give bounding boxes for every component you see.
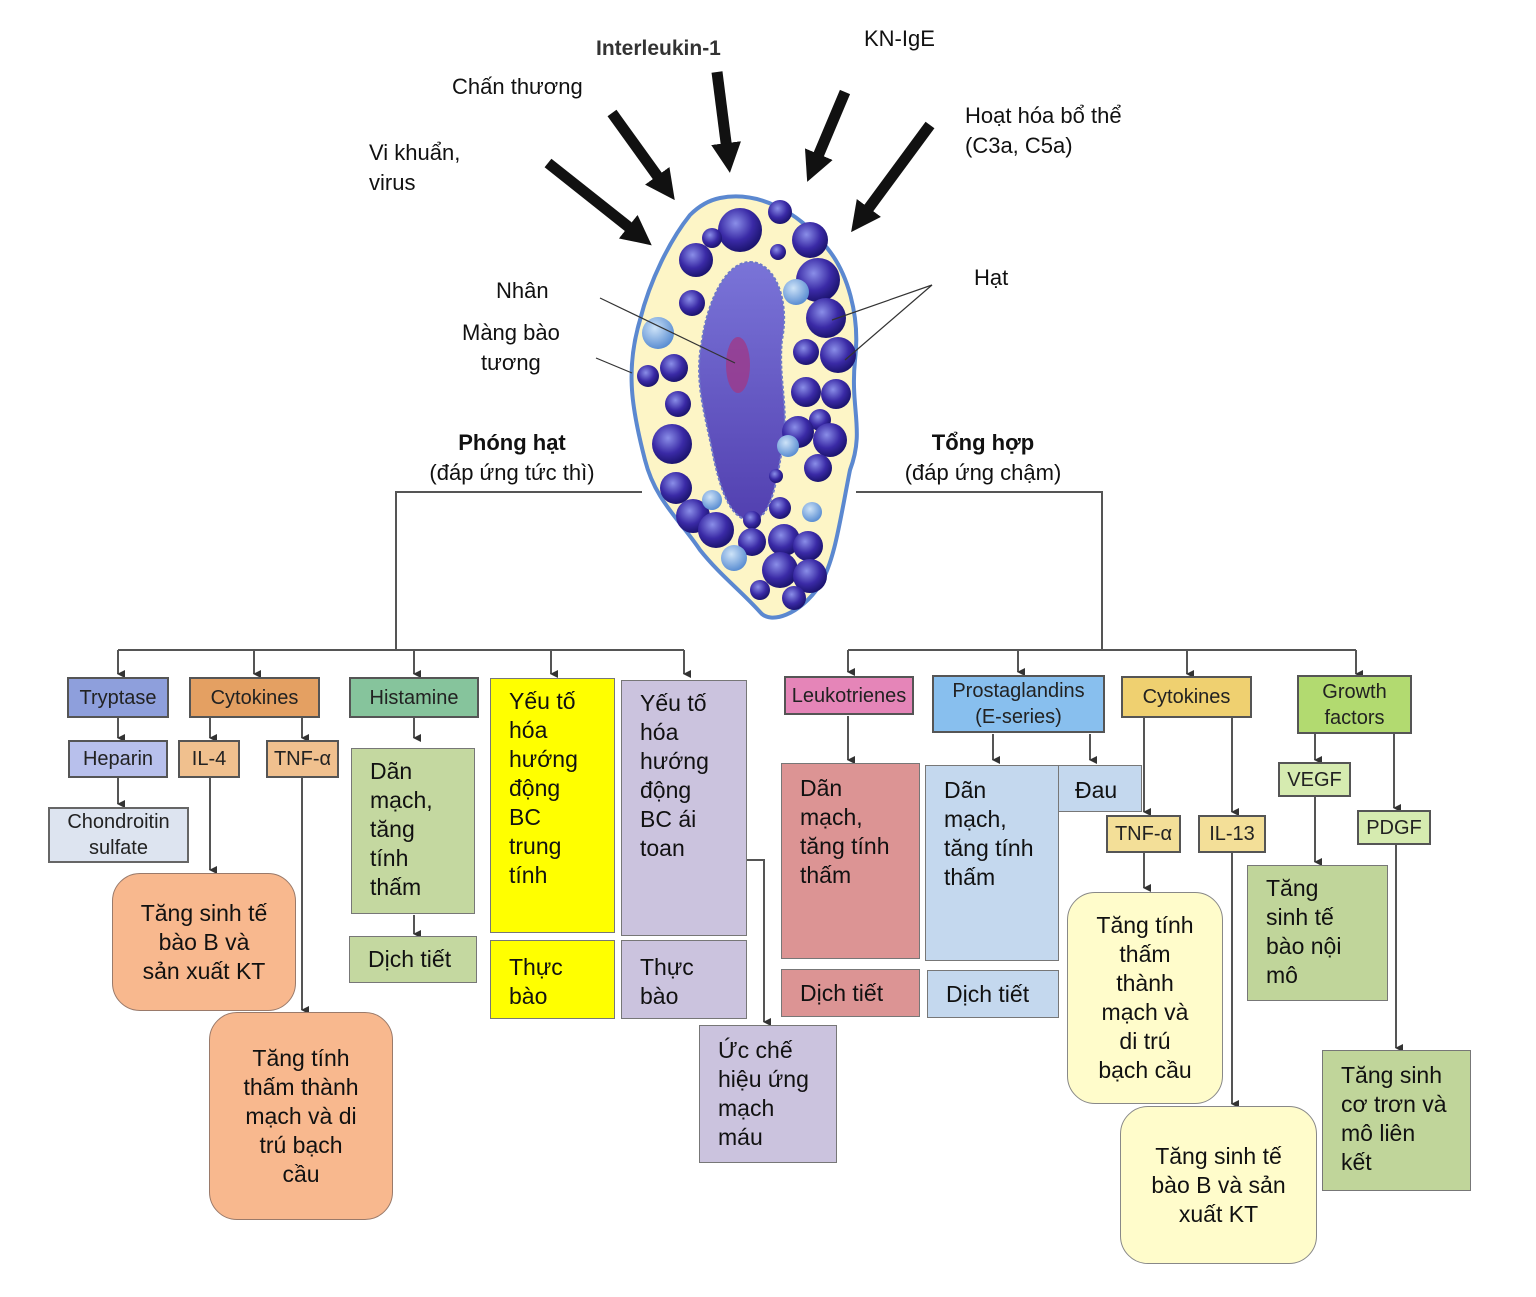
arrow-bacteria <box>544 158 652 246</box>
trigger-injury: Chấn thương <box>452 74 583 99</box>
effect-prostaglandins-secretion: Dịch tiết <box>927 970 1059 1018</box>
box-tnf-alpha-right: TNF-α <box>1106 815 1181 853</box>
effect-leukotrienes-secretion: Dịch tiết <box>781 969 920 1017</box>
box-il13: IL-13 <box>1198 815 1266 853</box>
effect-b-cell-proliferation-right: Tăng sinh tế bào B và sản xuất KT <box>1120 1106 1317 1264</box>
branch-synthesis-sub: (đáp ứng chậm) <box>904 460 1062 485</box>
granule-pointer-2 <box>844 284 933 361</box>
box-cytokines-left: Cytokines <box>189 677 320 718</box>
nucleolus <box>726 337 750 393</box>
membrane-pointer <box>595 357 633 374</box>
box-heparin: Heparin <box>68 740 168 778</box>
label-membrane: Màng bào tương <box>462 320 560 375</box>
box-tryptase: Tryptase <box>67 677 169 718</box>
box-cytokines-right: Cytokines <box>1121 676 1252 718</box>
effect-prostaglandins-vasodilation: Dãn mạch, tăng tính thấm <box>925 765 1059 961</box>
arrow-injury <box>607 109 675 201</box>
granules <box>637 200 856 610</box>
arrow-antigen <box>804 89 851 182</box>
box-leukotrienes: Leukotrienes <box>784 676 914 715</box>
label-nucleus: Nhân <box>496 278 549 303</box>
effect-vascular-permeability-right: Tăng tính thấm thành mạch và di trú bạch… <box>1067 892 1223 1104</box>
effect-smooth-muscle-proliferation: Tăng sinh cơ trơn và mô liên kết <box>1322 1050 1471 1191</box>
label-granules: Hạt <box>974 265 1009 290</box>
effect-pain: Đau <box>1058 765 1142 812</box>
effect-eosinophil-phagocytosis: Thực bào <box>621 940 747 1019</box>
box-growth-factors: Growth factors <box>1297 675 1412 734</box>
box-neutrophil-chemotactic-factor: Yếu tố hóa hướng động BC trung tính <box>490 678 615 933</box>
branch-degranulation-sub: (đáp ứng tức thì) <box>429 460 595 485</box>
trigger-antigen-ige: KN-IgE <box>864 26 935 51</box>
effect-histamine-secretion: Dịch tiết <box>349 936 477 983</box>
trigger-arrows <box>544 71 935 246</box>
nucleus-pointer <box>599 297 736 364</box>
trigger-interleukin: Interleukin-1 <box>596 37 721 60</box>
arrow-interleukin <box>711 71 741 173</box>
effect-b-cell-proliferation-left: Tăng sinh tế bào B và sản xuất KT <box>112 873 296 1011</box>
arrow-complement <box>851 121 935 233</box>
effect-vascular-inhibition: Ức chế hiệu ứng mạch máu <box>699 1025 837 1163</box>
trigger-complement: Hoạt hóa bổ thể (C3a, C5a) <box>965 103 1122 158</box>
granule-pointer-1 <box>831 284 933 321</box>
mast-cell <box>595 194 933 620</box>
box-pdgf: PDGF <box>1357 810 1431 845</box>
box-histamine: Histamine <box>349 677 479 718</box>
connectors <box>117 491 1403 1108</box>
effect-histamine-vasodilation: Dãn mạch, tăng tính thấm <box>351 748 475 914</box>
branch-degranulation-title: Phóng hạt <box>458 430 566 455</box>
effect-vascular-permeability-left: Tăng tính thấm thành mạch và di trú bạch… <box>209 1012 393 1220</box>
box-prostaglandins: Prostaglandins (E-series) <box>932 675 1105 733</box>
effect-leukotrienes-vasodilation: Dãn mạch, tăng tính thấm <box>781 763 920 959</box>
box-tnf-alpha-left: TNF-α <box>266 740 339 778</box>
effect-endothelial-proliferation: Tăng sinh tế bào nội mô <box>1247 865 1388 1001</box>
trigger-bacteria: Vi khuẩn, virus <box>369 140 461 195</box>
box-vegf: VEGF <box>1278 762 1351 797</box>
box-chondroitin-sulfate: Chondroitin sulfate <box>48 807 189 863</box>
box-eosinophil-chemotactic-factor: Yếu tố hóa hướng động BC ái toan <box>621 680 747 936</box>
branch-synthesis-title: Tổng hợp <box>931 430 1035 455</box>
box-il4: IL-4 <box>178 740 240 778</box>
effect-neutrophil-phagocytosis: Thực bào <box>490 940 615 1019</box>
